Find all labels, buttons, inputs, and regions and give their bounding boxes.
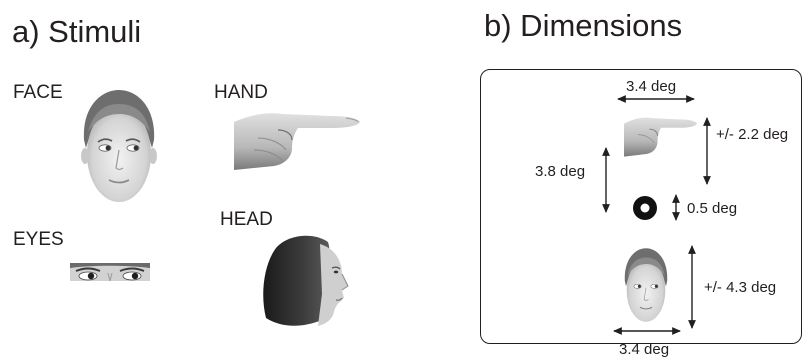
fixation-size-label: 0.5 deg (687, 200, 738, 217)
hand-height-label: +/- 2.2 deg (716, 126, 789, 143)
bottom-width-label: 3.4 deg (619, 341, 670, 358)
eyes-stimulus-image (70, 263, 150, 282)
face-height-label: +/- 4.3 deg (704, 279, 777, 296)
hand-stimulus-image (234, 113, 360, 170)
vertical-offset-label: 3.8 deg (535, 163, 586, 180)
head-stimulus-image (263, 235, 349, 326)
eyes-label: EYES (13, 229, 64, 250)
fixation-center (640, 203, 650, 213)
hand-display-image (624, 117, 697, 157)
head-label: HEAD (220, 209, 273, 230)
display-frame (480, 69, 802, 344)
face-label: FACE (13, 82, 63, 103)
panel-a-title: a) Stimuli (12, 14, 142, 49)
face-display-image (624, 248, 668, 322)
top-width-label: 3.4 deg (626, 78, 677, 95)
hand-label: HAND (214, 82, 268, 103)
panel-b-title: b) Dimensions (484, 8, 683, 43)
face-stimulus-image (81, 90, 157, 202)
